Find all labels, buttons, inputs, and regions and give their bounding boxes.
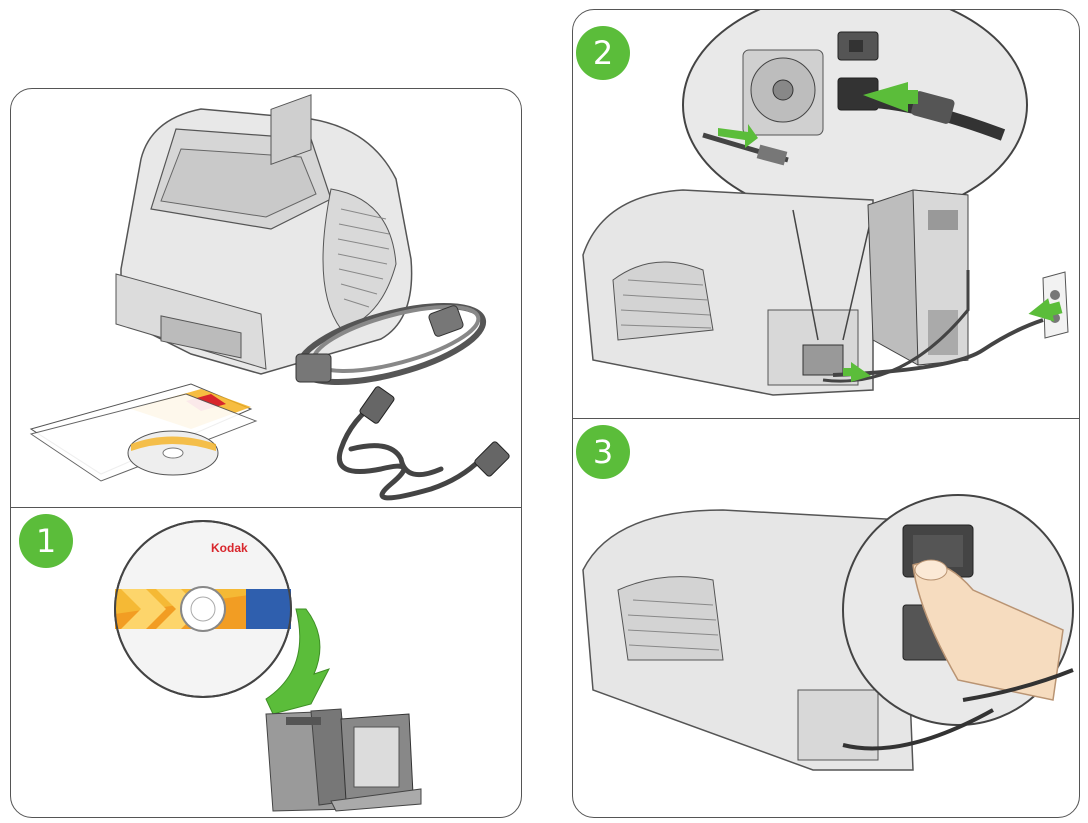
step-2-badge: 2 (576, 26, 630, 80)
step-1-badge: 1 (19, 514, 73, 568)
usb-arrow-icon (718, 124, 758, 148)
power-switch-illustration (582, 494, 1074, 771)
package-contents-illustration (29, 94, 510, 812)
green-arrow-icon (265, 608, 331, 715)
small-cd-illustration (127, 430, 219, 476)
step-1-number: 1 (35, 522, 57, 560)
step-3-number: 3 (592, 433, 614, 471)
outlet-arrow-icon (1028, 298, 1063, 322)
cable-and-power-illustration (582, 10, 1074, 771)
computer-illustration (265, 708, 422, 812)
pc-tower-illustration (867, 189, 969, 366)
usb-cable-illustration (337, 396, 484, 501)
scanner-back-illustration (582, 189, 874, 396)
right-panel: 2 3 (572, 9, 1080, 818)
rear-panel-zoom (682, 10, 1028, 221)
scanner-illustration (115, 94, 413, 375)
cd-brand-label: Kodak (211, 541, 248, 555)
step-3-badge: 3 (576, 425, 630, 479)
right-divider (573, 418, 1079, 419)
install-cd-illustration (114, 520, 292, 698)
left-divider (11, 507, 521, 508)
step-2-number: 2 (592, 34, 614, 72)
power-arrow-icon (863, 82, 918, 112)
power-plug (295, 353, 332, 383)
left-panel: 1 Kodak (10, 88, 522, 818)
